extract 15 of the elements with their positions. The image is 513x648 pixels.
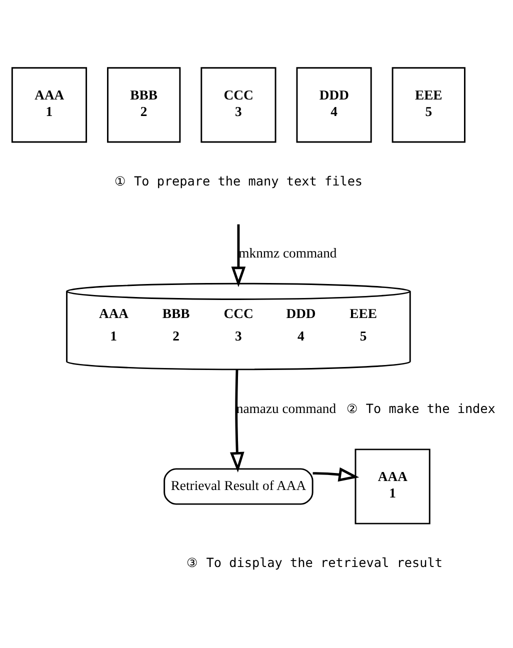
node-box: EEE 5 (392, 66, 466, 142)
edge-label: mknmz command (238, 244, 337, 260)
node-box: DDD 4 (296, 66, 372, 142)
node-box: AAA 1 (11, 66, 88, 142)
node-box: CCC 3 (200, 66, 276, 142)
arrow (312, 466, 360, 482)
label: ③ To display the retrieval result (186, 554, 442, 570)
label: ② To make the index (346, 400, 496, 416)
node-box: BBB 2 (107, 66, 181, 142)
label: ① To prepare the many text files (114, 172, 363, 188)
node-box: Retrieval Result of AAA (164, 468, 314, 504)
arrow (230, 369, 244, 472)
node-box: AAA 1 (354, 448, 430, 524)
edge-label: namazu command (236, 400, 336, 416)
arrow (231, 224, 246, 287)
